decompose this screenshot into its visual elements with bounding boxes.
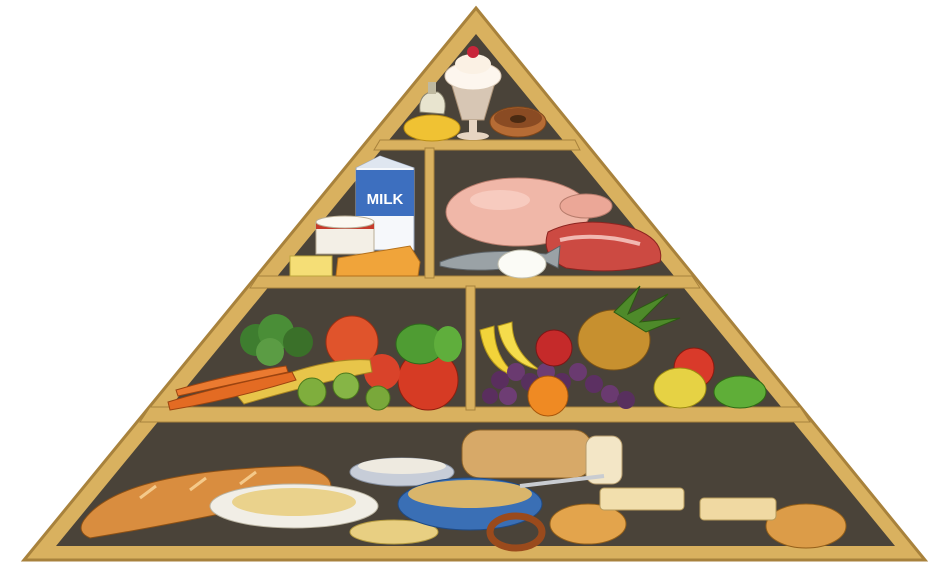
cheese-cube [290,256,332,276]
pear [654,368,706,408]
cottage-cheese-cup [316,216,374,254]
butter [404,115,460,141]
donut [490,107,546,137]
egg [498,250,546,278]
pepper [396,324,462,364]
orange [528,376,568,416]
lime [714,376,766,408]
milk-carton-label: MILK [367,191,404,208]
